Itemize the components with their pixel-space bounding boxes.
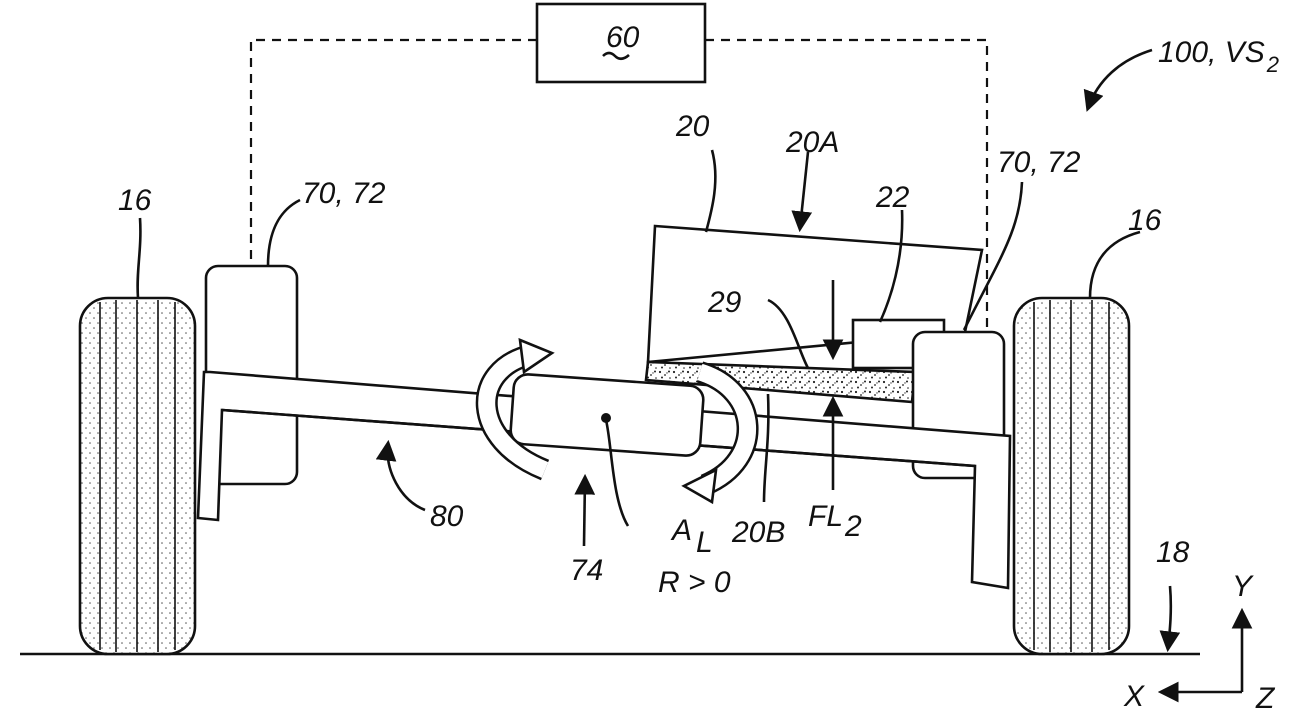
rotation-arrows (475, 337, 759, 505)
label-actuator-right: 70, 72 (997, 146, 1081, 179)
label-rotation: R > 0 (658, 566, 731, 599)
label-axis-x: X (1123, 680, 1145, 713)
tire-left (78, 296, 197, 656)
label-body-bottom: 20B (731, 516, 785, 549)
axis-point (601, 413, 611, 423)
leader-lines (136, 149, 1141, 527)
label-component: 22 (875, 181, 910, 214)
leader-74 (574, 473, 596, 547)
label-body-top: 20A (785, 126, 839, 159)
coordinate-axes (1157, 607, 1253, 703)
label-actuator-left: 70, 72 (302, 177, 386, 210)
controller-label: 60 (606, 21, 640, 54)
leader-80 (375, 439, 426, 512)
controller-60: 60 (535, 2, 707, 84)
tire-right (1012, 296, 1131, 656)
control-wire-left (249, 38, 537, 266)
label-frame: 80 (430, 500, 464, 533)
label-tire-right: 16 (1128, 204, 1162, 237)
label-body: 20 (675, 110, 710, 143)
label-axis-y: Y (1232, 570, 1254, 603)
label-axis-z: Z (1255, 682, 1276, 715)
label-system: 100, VS2 (1158, 36, 1279, 77)
label-ground: 18 (1156, 536, 1190, 569)
leader-20a (791, 151, 813, 233)
leader-100 (1083, 48, 1153, 112)
label-axle: 74 (570, 554, 603, 587)
label-layer: 29 (707, 286, 742, 319)
axle-74 (509, 373, 705, 457)
label-tire-left: 16 (118, 184, 152, 217)
leader-18 (1159, 585, 1181, 653)
label-force: FL2 (808, 500, 862, 543)
